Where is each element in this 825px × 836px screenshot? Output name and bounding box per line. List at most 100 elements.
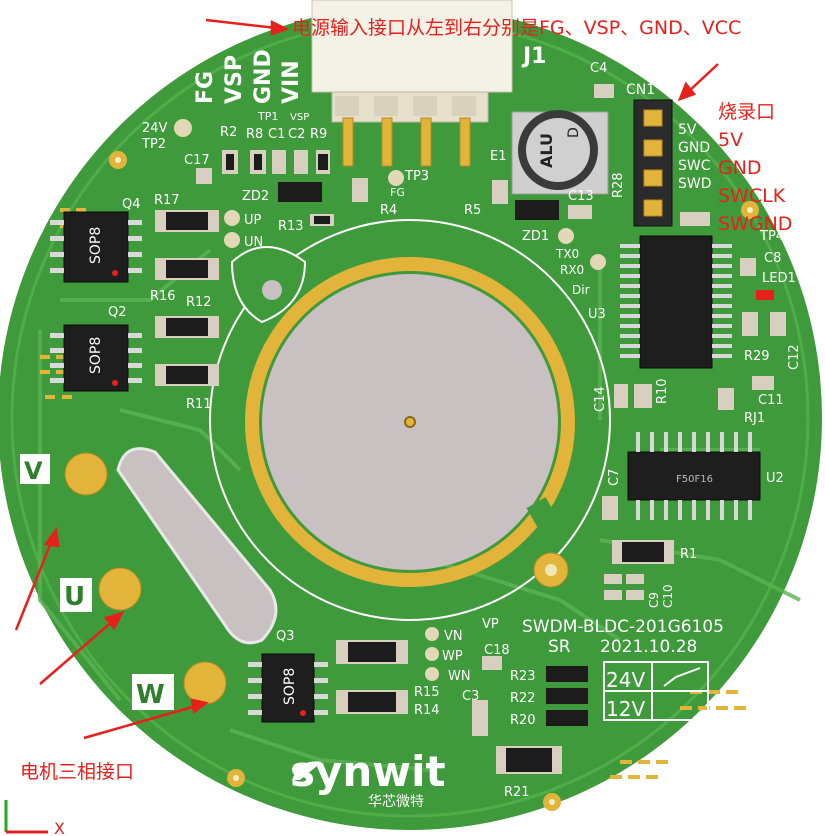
phase-label-w: W — [136, 680, 165, 710]
label-un: UN — [244, 235, 263, 250]
label-cn1-pin-5v: 5V — [678, 122, 697, 138]
chip-u3 — [620, 235, 732, 369]
label-rj1: RJ1 — [744, 411, 765, 426]
label-j1-pin-gnd: GND — [251, 49, 276, 104]
label-wn: WN — [448, 669, 471, 684]
chip-q3 — [248, 653, 328, 723]
label-q3-sop8: SOP8 — [282, 668, 298, 705]
gold-vias — [109, 151, 759, 811]
mount-hole-top-left — [262, 280, 282, 300]
label-c18: C18 — [484, 643, 510, 658]
annotation-prog-gnd: GND — [718, 157, 762, 179]
label-tp4: TP4 — [759, 229, 784, 244]
axis-indicator — [4, 800, 48, 834]
label-r17: R17 — [154, 193, 180, 208]
label-r9: R9 — [310, 127, 327, 142]
test-points — [174, 119, 606, 681]
label-r4: R4 — [380, 203, 397, 218]
capacitor-e1 — [511, 110, 609, 195]
connector-cn1 — [633, 99, 673, 227]
label-c9: C9 — [647, 592, 661, 608]
chip-u2 — [627, 432, 761, 520]
label-c8: C8 — [764, 251, 781, 266]
label-r8: R8 — [246, 127, 263, 142]
label-j1-pin-vsp: VSP — [222, 55, 247, 104]
annotation-arrows — [14, 18, 719, 740]
connector-j1 — [311, 0, 513, 167]
label-r29: R29 — [744, 349, 770, 364]
label-r23: R23 — [510, 669, 536, 684]
phase-label-u-box — [60, 578, 92, 612]
label-dir: Dir — [572, 283, 590, 297]
motor-ring-gap — [526, 497, 566, 543]
label-r1: R1 — [680, 547, 697, 562]
label-q4: Q4 — [122, 197, 141, 212]
phase-label-w-box — [132, 674, 174, 710]
smd-components — [155, 84, 786, 774]
motor-mount-gold-ring — [245, 257, 575, 587]
motor-mount-ring-outline — [209, 219, 611, 621]
label-c11: C11 — [758, 393, 784, 408]
slot-cutout — [116, 447, 278, 645]
label-tp1: TP1 — [257, 110, 278, 123]
label-r2: R2 — [220, 125, 237, 140]
mount-pad-lower-right-hole — [545, 564, 557, 576]
annotation-power-header: 电源输入接口从左到右分别是FG、VSP、GND、VCC — [292, 17, 741, 39]
label-r28: R28 — [611, 172, 626, 198]
label-r12: R12 — [186, 295, 212, 310]
label-tp2-24v: 24V — [142, 121, 168, 136]
label-e1: E1 — [490, 149, 507, 164]
phase-label-v: V — [24, 457, 43, 485]
phase-label-u: U — [64, 582, 85, 612]
label-e1-d: D — [566, 127, 582, 138]
label-rx0: RX0 — [560, 263, 584, 277]
label-led1: LED1 — [762, 271, 796, 286]
via-cluster-right — [610, 690, 746, 779]
phase-pad-u — [98, 567, 142, 611]
label-u3: U3 — [588, 307, 606, 322]
axis-x-label: X — [54, 819, 65, 836]
voltage-select-box — [603, 661, 709, 721]
label-tp3: TP3 — [404, 169, 429, 184]
logo-chinese: 华芯微特 — [368, 794, 424, 810]
label-board-date: 2021.10.28 — [600, 637, 697, 657]
label-board-name: SWDM-BLDC-201G6105 — [522, 617, 724, 637]
phase-label-v-box — [20, 454, 50, 484]
label-c14: C14 — [593, 386, 608, 412]
label-c2: C2 — [288, 127, 305, 142]
label-voltage-24v: 24V — [606, 668, 645, 692]
annotation-programming-port: 烧录口 — [718, 101, 775, 123]
label-r5: R5 — [464, 203, 481, 218]
label-c12: C12 — [787, 344, 802, 370]
annotation-prog-swgnd: SWGND — [718, 213, 792, 235]
label-r15: R15 — [414, 685, 440, 700]
label-vsp-tp: VSP — [290, 112, 309, 123]
label-r20: R20 — [510, 713, 536, 728]
label-u2: U2 — [766, 471, 784, 486]
label-cn1-pin-swc: SWC — [678, 158, 711, 174]
label-fg-tp: FG — [390, 186, 405, 199]
label-j1-pin-fg: FG — [193, 71, 218, 104]
label-vn: VN — [444, 629, 463, 644]
label-r11: R11 — [186, 397, 212, 412]
label-c10: C10 — [661, 584, 675, 608]
label-u2-marking: F50F16 — [676, 474, 713, 485]
annotation-prog-swclk: SWCLK — [718, 185, 786, 207]
label-up: UP — [244, 213, 262, 228]
label-tp2: TP2 — [141, 137, 166, 152]
label-r13: R13 — [278, 219, 304, 234]
chip-q2 — [50, 324, 142, 392]
label-r16: R16 — [150, 289, 176, 304]
label-zd2: ZD2 — [242, 189, 269, 204]
logo-wordmark: synwit — [290, 747, 446, 796]
label-r21: R21 — [504, 785, 530, 800]
label-c13: C13 — [568, 189, 594, 204]
label-voltage-12v: 12V — [606, 697, 645, 721]
label-board-rev: SR — [548, 637, 571, 657]
phase-pad-v — [64, 452, 108, 496]
label-c7: C7 — [607, 469, 622, 486]
label-zd1: ZD1 — [522, 229, 549, 244]
label-q2-sop8: SOP8 — [88, 337, 104, 374]
